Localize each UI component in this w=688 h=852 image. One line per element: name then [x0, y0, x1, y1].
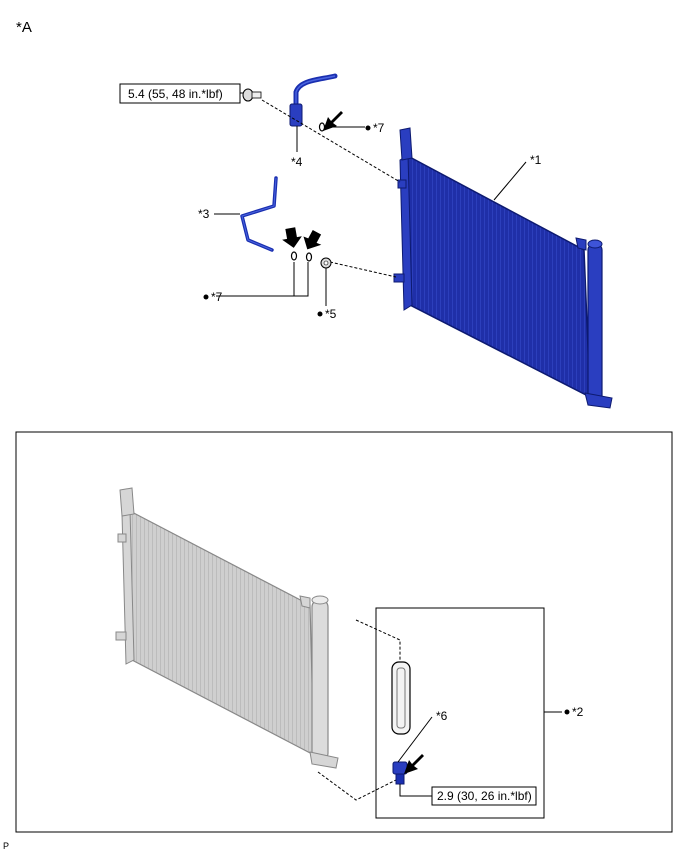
bullet-dot [317, 311, 323, 317]
arrow-icon [404, 754, 424, 774]
dashed-line [317, 771, 401, 801]
corner-mark: P [3, 841, 9, 851]
callout-4: *4 [291, 155, 303, 169]
callout-6: *6 [436, 709, 448, 723]
view-label: *A [16, 19, 32, 36]
arrow-icon [282, 227, 302, 248]
condenser-assembly [393, 127, 613, 409]
condenser-gray [115, 487, 339, 769]
arrow-icon [323, 111, 343, 131]
callout-5: *5 [325, 307, 337, 321]
o-ring [305, 252, 313, 262]
torque-top: 5.4 (55, 48 in.*lbf) [128, 87, 223, 101]
callout-3: *3 [198, 207, 210, 221]
callout-7b: *7 [211, 290, 223, 304]
bullet-dot [564, 709, 570, 715]
bullet-dot [365, 125, 371, 131]
nut [320, 257, 332, 269]
torque-box-bottom [431, 786, 537, 806]
detail-box [375, 607, 545, 819]
bolt [242, 88, 262, 102]
filter-element [391, 661, 411, 735]
detail-panel-frame [15, 431, 673, 833]
o-ring [290, 251, 298, 261]
callout-7a: *7 [373, 121, 385, 135]
dashed-line [355, 619, 401, 660]
arrow-icon [303, 229, 322, 250]
discharge-hose [289, 73, 338, 127]
dashed-line [261, 99, 401, 183]
bullet-dot [203, 294, 209, 300]
callout-2: *2 [572, 705, 584, 719]
dashed-line [329, 261, 397, 278]
callout-1: *1 [530, 153, 542, 167]
torque-bottom: 2.9 (30, 26 in.*lbf) [437, 789, 532, 803]
liquid-tube [240, 176, 278, 252]
